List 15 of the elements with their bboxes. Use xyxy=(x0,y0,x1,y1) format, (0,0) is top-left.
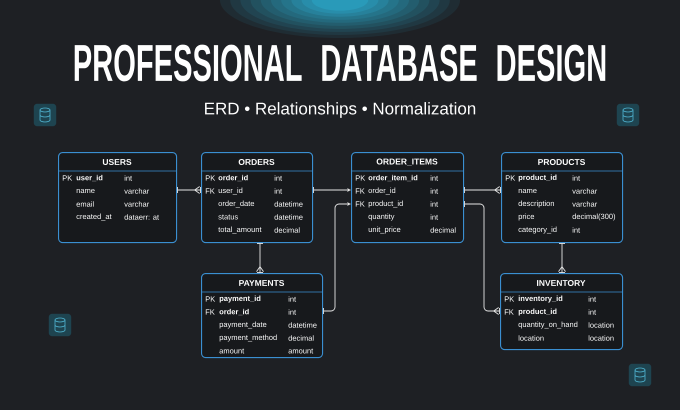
relationship-line xyxy=(256,243,264,273)
relationship-line xyxy=(464,200,500,315)
table-title: INVENTORY xyxy=(537,280,586,286)
subtitle: ERD • Relationships • Normalization xyxy=(205,102,476,118)
table-title: PAYMENTS xyxy=(239,280,284,286)
relationship-line xyxy=(313,186,351,194)
table-title: USERS xyxy=(102,159,132,165)
relationship-line xyxy=(558,243,566,273)
relationship-line xyxy=(464,186,501,194)
table-title: ORDERS xyxy=(238,159,274,165)
table-title: PRODUCTS xyxy=(538,159,586,165)
table-title: ORDER_ITEMS xyxy=(376,158,438,166)
title: PROFESSIONAL DATABASE DESIGN xyxy=(74,44,606,82)
relationship-line xyxy=(323,202,351,314)
relationship-line xyxy=(177,186,201,194)
